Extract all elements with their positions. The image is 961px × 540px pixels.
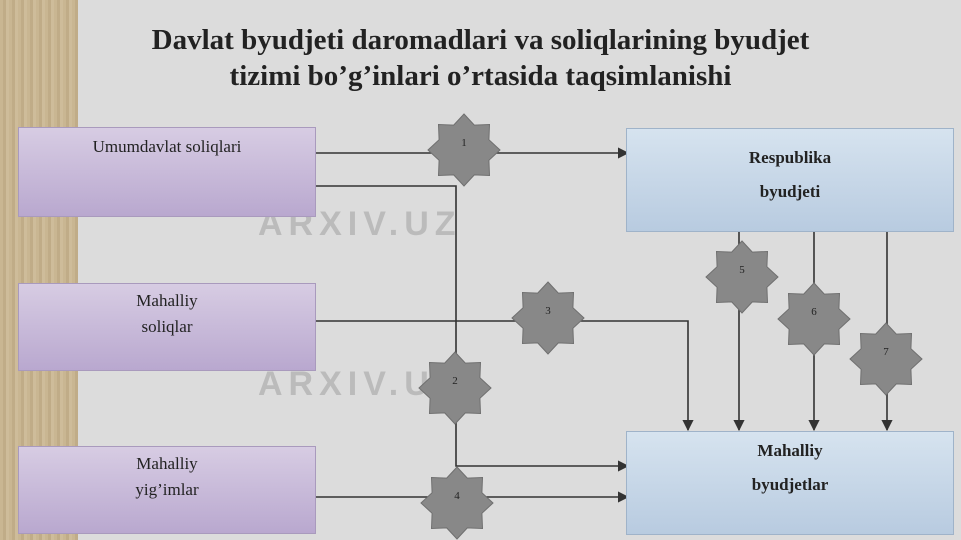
- title-line-1: Davlat byudjeti daromadlari va soliqlari…: [151, 24, 810, 56]
- badge-6-shape: [777, 282, 851, 356]
- badge-1-label: 1: [461, 137, 467, 149]
- badge-5-label: 5: [739, 264, 745, 276]
- badge-1-shape: [427, 113, 501, 187]
- box-mahalliy-soliqlar-label-1: Mahalliy: [136, 291, 198, 310]
- box-umumdavlat-soliqlari: Umumdavlat soliqlari: [18, 127, 316, 217]
- badge-7-label: 7: [883, 346, 889, 358]
- title-line-2: tizimi bo’g’inlari o’rtasida taqsimlanis…: [229, 60, 732, 92]
- badge-5-shape: [705, 240, 779, 314]
- badge-4-label: 4: [454, 490, 460, 502]
- box-mahalliy-yigimlar: Mahalliy yig’imlar: [18, 446, 316, 534]
- connector-3: [316, 320, 694, 432]
- box-mahalliy-soliqlar-label-2: soliqlar: [141, 317, 193, 336]
- box-mahalliy-yigimlar-label-2: yig’imlar: [135, 480, 199, 499]
- badge-6-label: 6: [811, 306, 817, 318]
- badge-2-shape: [418, 351, 492, 425]
- box-mahalliy-yigimlar-label-1: Mahalliy: [136, 454, 198, 473]
- box-mahalliy-soliqlar: Mahalliy soliqlar: [18, 283, 316, 371]
- badge-7-shape: [849, 322, 923, 396]
- box-mahalliy-byudjetlar-label-2: byudjetlar: [751, 475, 829, 494]
- page-title: Davlat byudjeti daromadlari va soliqlari…: [0, 22, 961, 94]
- box-respublika-byudjeti: Respublika byudjeti: [626, 128, 954, 232]
- badge-4-shape: [420, 466, 494, 540]
- box-mahalliy-byudjetlar: Mahalliy byudjetlar: [626, 431, 954, 535]
- box-respublika-label-1: Respublika: [748, 148, 832, 167]
- box-umumdavlat-label: Umumdavlat soliqlari: [92, 137, 242, 156]
- badge-3-label: 3: [545, 305, 551, 317]
- connector-2: [316, 185, 630, 472]
- box-mahalliy-byudjetlar-label-1: Mahalliy: [757, 441, 823, 460]
- badge-2-label: 2: [452, 375, 458, 387]
- box-respublika-label-2: byudjeti: [759, 182, 821, 201]
- badge-3-shape: [511, 281, 585, 355]
